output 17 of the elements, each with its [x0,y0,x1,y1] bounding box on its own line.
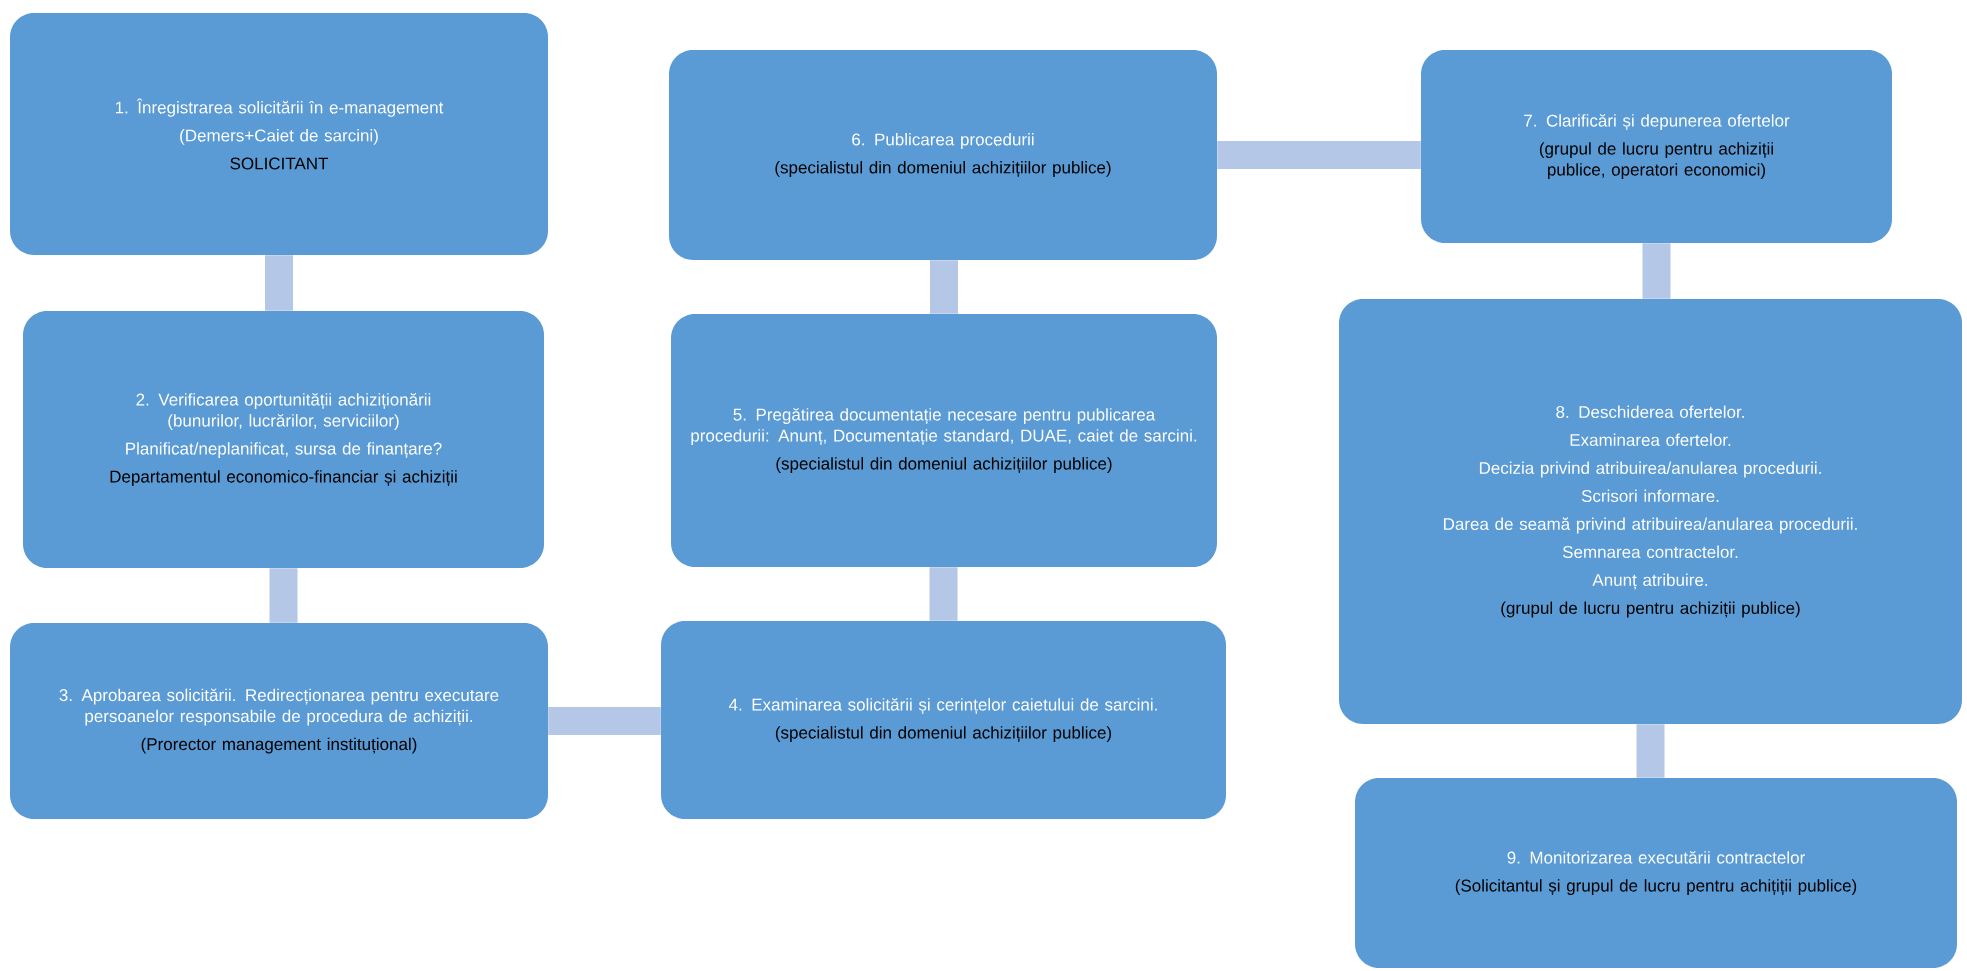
connector-bar [1636,724,1665,778]
process-box: 4. Examinarea solicitării și cerințelor caietului de sarcini. (specialistul din domeniul achizițiilor publice) [661,621,1226,819]
connector-bar [930,260,958,314]
connector-bar [1642,243,1671,299]
process-box: 2. Verificarea oportunității achiziționării (bunurilor, lucrărilor, serviciilor) Planificat/neplanificat, sursa de finanțare? Departamentul economico-financiar și achiziții [23,311,544,568]
process-box: 9. Monitorizarea executării contractelor (Solicitantul și grupul de lucru pentru achițiții publice) [1355,778,1957,968]
process-box: 8. Deschiderea ofertelor. Examinarea ofertelor. Decizia privind atribuirea/anularea procedurii. Scrisori informare. Darea de seamă privind atribuirea/anularea procedurii. Semnarea contractelor. Anunț atribuire. (grupul de lucru pentru achiziții publice) [1339,299,1962,724]
process-box: 5. Pregătirea documentație necesare pentru publicarea procedurii: Anunț, Documentație standard, DUAE, caiet de sarcini. (specialistul din domeniul achizițiilor publice) [671,314,1217,567]
connector-bar [929,567,958,621]
connector-bar [548,707,661,735]
connector-bar [265,255,293,311]
connector-bar [269,568,298,623]
process-box: 3. Aprobarea solicitării. Redirecționarea pentru executare persoanelor responsabile de procedura de achiziții. (Prorector management instituțional) [10,623,548,819]
process-box: 6. Publicarea procedurii (specialistul din domeniul achizițiilor publice) [669,50,1217,260]
process-box: 1. Înregistrarea solicitării în e-management (Demers+Caiet de sarcini) SOLICITANT [10,13,548,255]
process-box: 7. Clarificări și depunerea ofertelor (grupul de lucru pentru achiziții publice, operatori economici) [1421,50,1892,243]
connector-bar [1217,141,1421,169]
